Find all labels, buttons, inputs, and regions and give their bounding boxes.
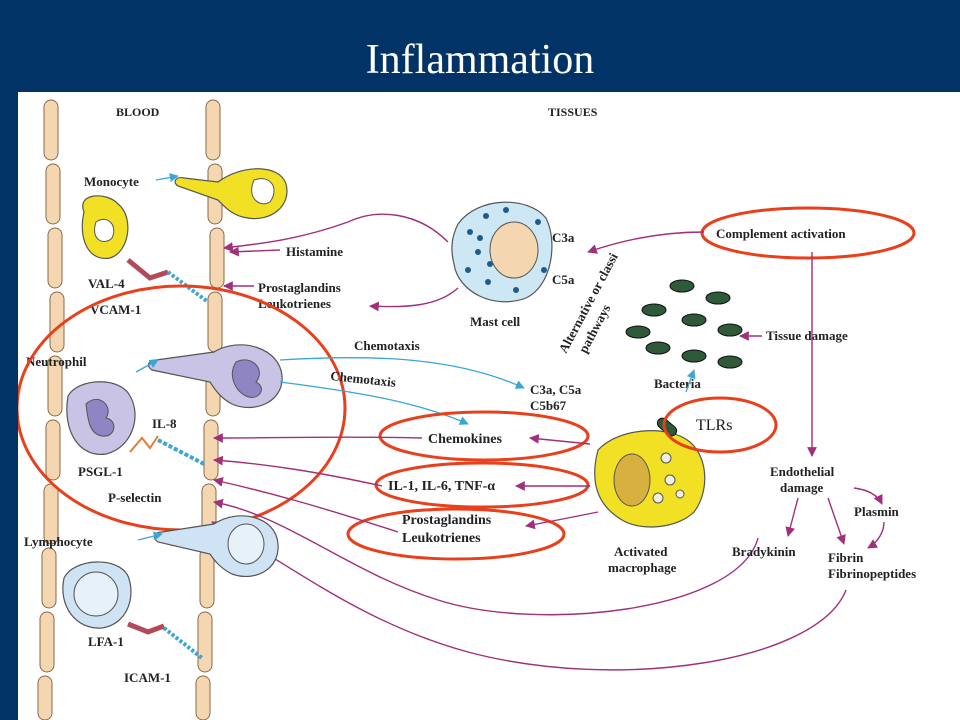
val4-vcam1-binding [126,258,210,304]
c5b67-label: C5b67 [530,398,567,413]
tissues-header: TISSUES [548,105,598,119]
chemokines-label: Chemokines [428,432,502,447]
histamine-label: Histamine [286,244,343,259]
complement-activation-highlight [700,206,916,260]
tissue-damage-label: Tissue damage [766,328,848,343]
blood-header: BLOOD [116,105,160,119]
il8-label: IL-8 [152,416,177,431]
chemokines-highlight [378,410,590,462]
lfa1-label: LFA-1 [88,634,124,649]
bradykinin-label: Bradykinin [732,544,796,559]
activated-label: Activated [614,544,668,559]
lfa1-icam1-binding [127,621,204,660]
inflammation-diagram: BLOOD TISSUES Monocyte VAL-4 VCAM-1 Mast… [18,99,916,720]
slide-title: Inflammation [365,37,595,83]
complement-to-c3a-arrow [587,231,705,254]
diagram-panel: BLOOD TISSUES Monocyte VAL-4 VCAM-1 Mast… [18,92,960,720]
val4-label: VAL-4 [88,276,125,291]
cytokines-label: IL-1, IL-6, TNF-α [388,479,495,494]
cytokines-to-vessel-arrow [213,455,383,487]
lymphocyte-label: Lymphocyte [24,534,93,549]
monocyte-migration-arrow [155,172,179,182]
endothelial-to-fibrin-arrow [827,497,846,545]
prostaglandins-to-vessel-arrow [213,477,399,533]
lymphocyte-migration-arrow [137,531,163,541]
vessel-wall-left [37,99,65,720]
macrophage-to-prostaglandins-arrow [525,511,599,530]
monocyte-label: Monocyte [84,174,139,189]
c3a-c5a-label: C3a, C5a [530,382,582,397]
endothelial-label: Endothelial [770,464,835,479]
chemotaxis-label-1: Chemotaxis [354,338,420,353]
neutrophil-label: Neutrophil [26,354,87,369]
psgl1-pselectin-binding [129,435,205,466]
lymphocyte-cell [62,515,279,629]
chemotaxis-arrow-1 [279,356,525,389]
chemokines-to-vessel-arrow [213,433,423,443]
icam1-label: ICAM-1 [124,670,171,685]
p-selectin-label: P-selectin [108,490,162,505]
c3a-label: C3a [552,230,575,245]
neutrophil-migration-arrow [135,359,159,373]
endothelial-to-plasmin-arrow [853,487,883,505]
chemotaxis-arrow-2 [279,381,469,425]
prostaglandins-top-label: Prostaglandins [258,280,341,295]
psgl1-label: PSGL-1 [78,464,123,479]
monocyte-cell [81,168,288,259]
macrophage-to-chemokines-arrow [529,434,591,445]
plasmin-to-fibrin-arrow [867,521,885,549]
histamine-arrow [223,213,449,252]
fibrinopeptides-label: Fibrinopeptides [828,566,916,581]
tlrs-label: TLRs [696,417,732,434]
chemotaxis-label-2: Chemotaxis [330,368,397,390]
bacteria-sensing-arrow [685,369,696,393]
tlrs-highlight [662,396,778,454]
macrophage-label: macrophage [608,560,677,575]
mast-cell-label: Mast cell [470,314,521,329]
plasmin-label: Plasmin [854,504,900,519]
prostaglandins-bottom-highlight [346,507,566,561]
complement-activation-label: Complement activation [716,226,846,241]
bacteria-cluster [625,279,743,369]
mast-cell-mediator-arrow [369,287,459,312]
leukotrienes-bottom-label: Leukotrienes [402,531,481,546]
c5a-label: C5a [552,272,575,287]
bradykinin-to-vessel-arrow [213,498,759,616]
damage-label: damage [780,480,824,495]
endothelial-to-bradykinin-arrow [785,497,799,537]
mast-cell [451,201,553,303]
fibrin-label: Fibrin [828,550,864,565]
prostaglandins-bottom-label: Prostaglandins [402,513,492,528]
activated-macrophage-cell [594,417,706,528]
histamine-to-vessel-arrow [229,246,281,257]
fibrinopeptides-to-vessel-arrow [211,521,847,671]
neutrophil-cell [66,344,283,455]
bacteria-label: Bacteria [654,376,701,391]
vcam1-label: VCAM-1 [90,302,141,317]
